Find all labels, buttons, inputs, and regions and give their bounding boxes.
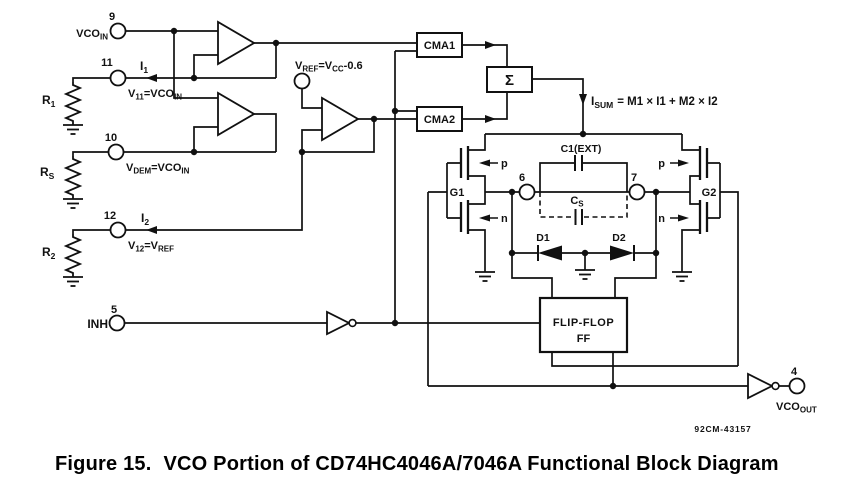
i1-label: I1 xyxy=(140,59,148,75)
c1-capacitor-plates xyxy=(574,155,583,171)
pin4-number: 4 xyxy=(791,366,798,378)
pin7-number: 7 xyxy=(631,172,637,184)
terminal-pin11 xyxy=(109,69,127,87)
v11-equation: V11=VCOIN xyxy=(128,88,182,102)
buffer-amp-vcoin xyxy=(217,20,256,66)
ff-label: FF xyxy=(577,333,591,345)
inhibit-inverter xyxy=(326,310,352,336)
g2-p-label: p xyxy=(658,158,665,170)
cma1-block xyxy=(416,32,463,58)
g2-n-arrow xyxy=(678,214,689,222)
vdem-equation: VDEM=VCOIN xyxy=(126,162,190,176)
inhibit-inverter-bubble xyxy=(348,318,357,328)
g1-label: G1 xyxy=(450,187,465,199)
terminal-pin9 xyxy=(109,22,127,40)
output-inverter xyxy=(747,372,775,400)
d1-label: D1 xyxy=(536,232,550,244)
terminal-pin10 xyxy=(107,143,125,161)
isum-equation: ISUM= M1 × I1 + M2 × I2 xyxy=(591,94,718,110)
ground-rs xyxy=(62,198,84,209)
pin5-number: 5 xyxy=(111,304,117,316)
buffer-amp-vref xyxy=(321,96,360,142)
d2-diode xyxy=(610,245,634,261)
pin6-number: 6 xyxy=(519,172,525,184)
cma2-label: CMA2 xyxy=(424,114,455,126)
pin11-number: 11 xyxy=(101,57,113,69)
vco-in-label: VCOIN xyxy=(76,28,108,42)
cma1-label: CMA1 xyxy=(424,40,455,52)
terminal-vref xyxy=(293,72,311,90)
i1-current-arrow xyxy=(146,74,157,82)
cs-capacitor-plates xyxy=(574,209,583,225)
g2-mosfet-bars xyxy=(698,146,709,234)
g1-p-arrow xyxy=(479,159,490,167)
i2-label: I2 xyxy=(141,211,149,227)
terminal-pin6 xyxy=(518,183,536,201)
cma1-output-arrow xyxy=(485,41,496,49)
resistor-r1 xyxy=(65,81,81,126)
ground-r1 xyxy=(62,124,84,135)
d1-diode xyxy=(538,245,562,261)
cma2-output-arrow xyxy=(485,115,496,123)
terminal-pin5 xyxy=(108,314,126,332)
r2-label: R2 xyxy=(42,245,56,261)
ground-diodes xyxy=(574,269,596,280)
doc-number: 92CM-43157 xyxy=(694,424,751,434)
cma2-block xyxy=(416,106,463,132)
junction-dots xyxy=(170,27,660,390)
terminal-pin4 xyxy=(788,377,806,395)
rs-label: RS xyxy=(40,165,55,181)
g2-n-label: n xyxy=(658,213,665,225)
vref-equation: VREF=VCC-0.6 xyxy=(295,60,363,74)
figure-caption-prefix: Figure 15. xyxy=(55,453,152,475)
summer-label: Σ xyxy=(505,72,514,89)
figure-caption: Figure 15. VCO Portion of CD74HC4046A/704… xyxy=(55,453,779,476)
pin10-number: 10 xyxy=(105,132,117,144)
buffer-amp-demod xyxy=(217,91,256,137)
resistor-r2 xyxy=(65,233,81,278)
pin12-number: 12 xyxy=(104,210,116,222)
g1-p-label: p xyxy=(501,158,508,170)
v12-equation: V12=VREF xyxy=(128,240,174,254)
terminal-pin12 xyxy=(109,221,127,239)
wire-network xyxy=(72,30,790,387)
terminal-pin7 xyxy=(628,183,646,201)
g1-n-label: n xyxy=(501,213,508,225)
cs-label: CS xyxy=(570,195,584,209)
cs-dashed-branch xyxy=(539,192,628,218)
summer-block xyxy=(486,66,533,93)
flip-flop-block xyxy=(538,296,629,354)
ground-r2 xyxy=(62,276,84,287)
pn-arrow-leaders xyxy=(490,162,678,219)
isum-arrow xyxy=(579,94,587,105)
pin9-number: 9 xyxy=(109,11,115,23)
ground-g2 xyxy=(671,271,693,282)
ground-g1 xyxy=(474,271,496,282)
vco-out-label: VCOOUT xyxy=(776,401,817,415)
g2-p-arrow xyxy=(678,159,689,167)
inh-label: INH xyxy=(87,317,108,331)
g2-label: G2 xyxy=(702,187,717,199)
resistor-rs xyxy=(65,155,81,200)
flip-flop-label: FLIP-FLOP xyxy=(553,317,614,329)
i2-current-arrow xyxy=(146,226,157,234)
c1-label: C1(EXT) xyxy=(561,143,602,155)
d2-label: D2 xyxy=(612,232,626,244)
figure-caption-title: VCO Portion of CD74HC4046A/7046A Functio… xyxy=(163,453,779,475)
g1-mosfet-bars xyxy=(459,146,470,234)
output-inverter-bubble xyxy=(771,381,780,391)
r1-label: R1 xyxy=(42,93,56,109)
g1-n-arrow xyxy=(479,214,490,222)
